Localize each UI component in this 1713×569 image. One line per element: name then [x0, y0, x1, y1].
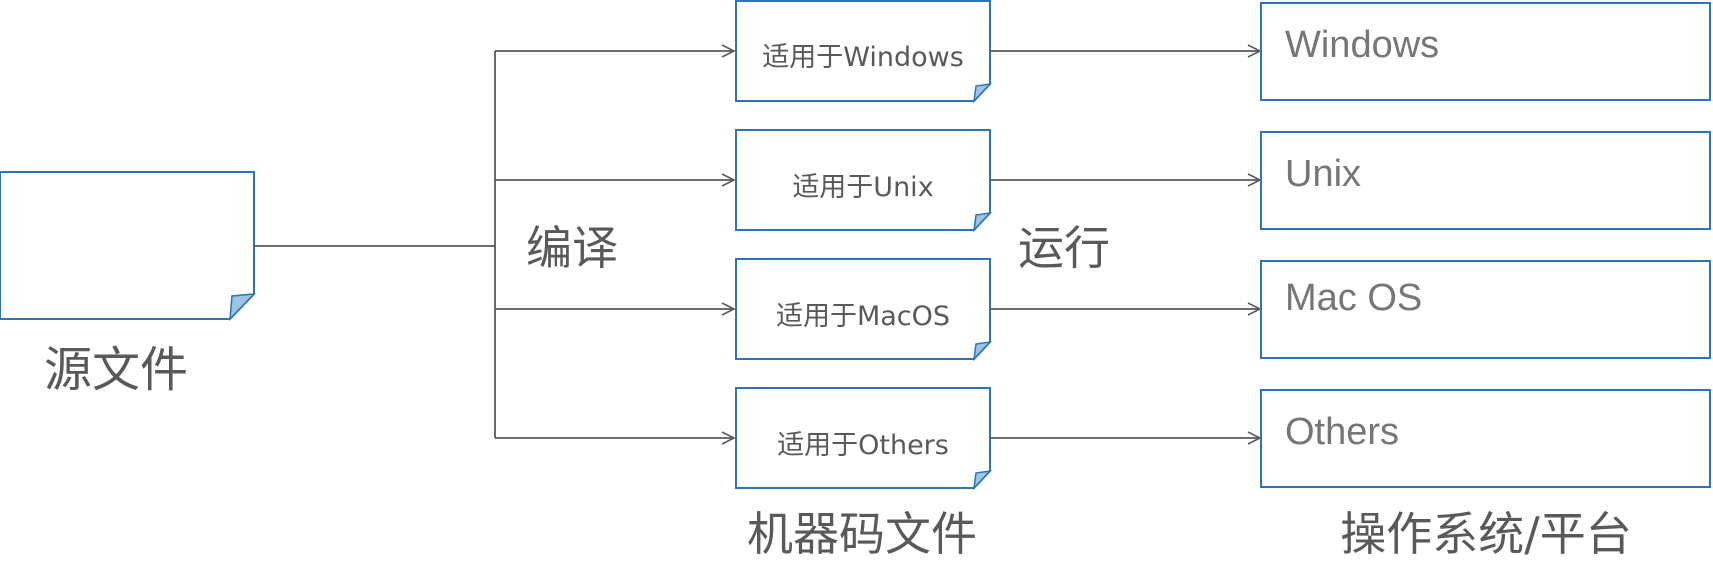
platform-windows: Windows	[1260, 2, 1711, 101]
machine-file-fold	[972, 469, 993, 491]
machine-file-label: 适用于Others	[777, 430, 949, 461]
machine-file-fold	[972, 340, 993, 362]
run-label: 运行	[1018, 221, 1110, 275]
machine-file-others: 适用于Others	[735, 387, 993, 491]
platform-macos: Mac OS	[1260, 260, 1711, 359]
machine-code-label: 机器码文件	[747, 507, 977, 561]
platform-label: Unix	[1285, 153, 1361, 195]
source-file-label: 源文件	[44, 342, 188, 398]
machine-file-label: 适用于Windows	[762, 42, 964, 73]
platform-box	[1260, 389, 1711, 488]
platform-box	[1260, 2, 1711, 101]
machine-file-label: 适用于MacOS	[776, 301, 950, 332]
platform-label: Windows	[1285, 24, 1439, 66]
platform-unix: Unix	[1260, 131, 1711, 230]
source-file-fold	[229, 293, 256, 322]
compile-label: 编译	[526, 221, 618, 275]
source-file-node	[0, 171, 256, 322]
platform-label: Others	[1285, 411, 1399, 453]
platform-box	[1260, 131, 1711, 230]
machine-file-macos: 适用于MacOS	[735, 258, 993, 362]
platform-label: Mac OS	[1285, 277, 1422, 319]
machine-file-fold	[972, 211, 993, 233]
machine-file-fold	[972, 82, 993, 104]
machine-file-unix: 适用于Unix	[735, 129, 993, 233]
compile-connectors	[254, 51, 734, 438]
machine-file-label: 适用于Unix	[792, 172, 933, 203]
machine-file-windows: 适用于Windows	[735, 0, 993, 104]
platform-box	[1260, 260, 1711, 359]
source-file-box	[0, 171, 255, 320]
run-connectors	[990, 51, 1260, 438]
os-platform-label: 操作系统/平台	[1340, 507, 1632, 561]
platform-others: Others	[1260, 389, 1711, 488]
